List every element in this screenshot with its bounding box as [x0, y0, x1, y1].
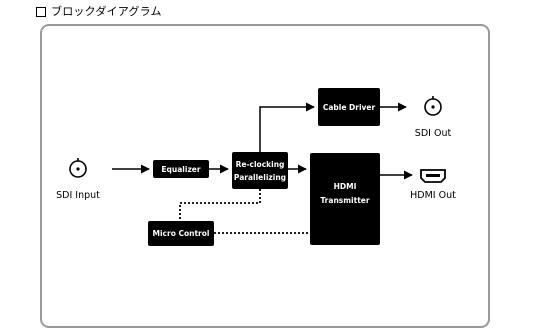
reclocking-block	[232, 152, 288, 189]
reclocking-label-line2: Parallelizing	[234, 173, 286, 182]
equalizer-block	[153, 160, 209, 178]
cable-driver-block	[318, 88, 380, 126]
bnc-connector-icon	[69, 158, 87, 178]
hdmi-connector-icon	[420, 169, 446, 183]
arrow-reclocking-cable-driver	[259, 102, 315, 152]
cable-driver-label: Cable Driver	[323, 103, 376, 112]
hdmi-transmitter-block	[310, 153, 380, 245]
hdmi-out-label: HDMI Out	[410, 190, 456, 201]
reclocking-label-line1: Re-clocking	[236, 160, 285, 169]
hdmi-transmitter-label-line1: HDMI	[334, 182, 357, 191]
section-header: ブロックダイアグラム	[36, 4, 162, 20]
section-title: ブロックダイアグラム	[51, 5, 162, 18]
control-line-reclocking	[179, 189, 261, 220]
hdmi-transmitter-label-line2: Transmitter	[320, 196, 369, 205]
equalizer-label: Equalizer	[161, 165, 200, 174]
micro-control-block	[148, 221, 214, 246]
micro-control-label: Micro Control	[153, 229, 210, 238]
sdi-input-label: SDI Input	[56, 190, 100, 201]
bnc-connector-icon	[424, 96, 442, 116]
sdi-out-label: SDI Out	[415, 128, 452, 139]
checkbox-icon	[36, 7, 46, 17]
